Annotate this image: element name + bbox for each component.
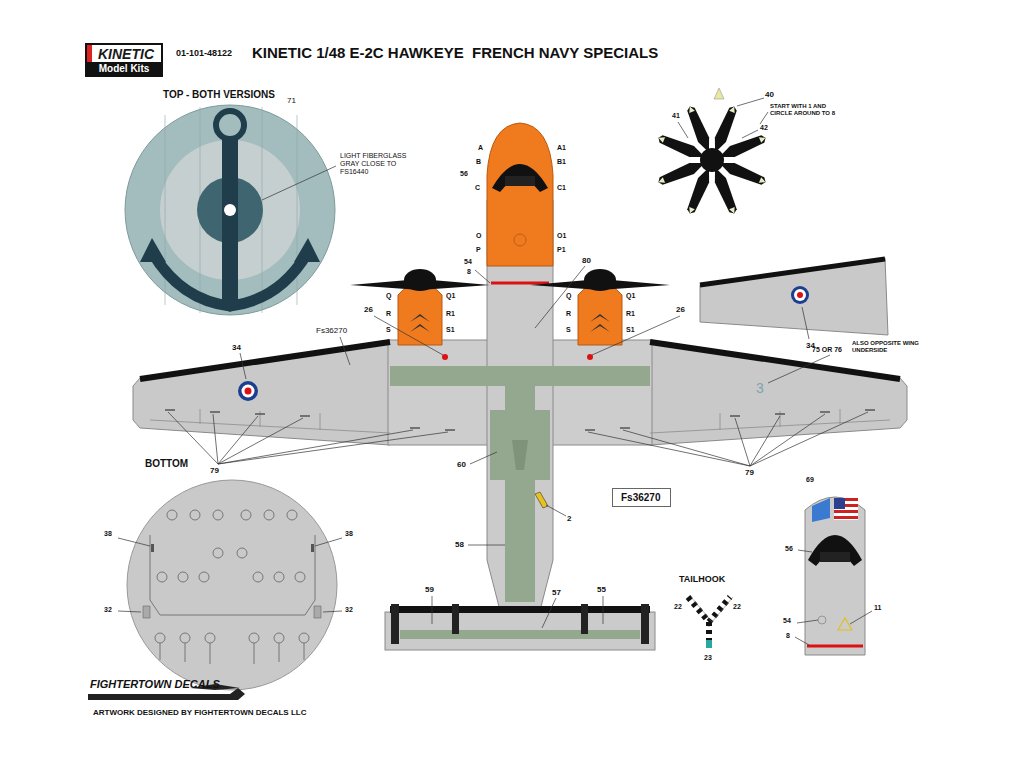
color-chip: Fs36270	[612, 488, 671, 507]
callout-number: Fs36270	[316, 326, 347, 335]
callout-number: 69	[806, 476, 814, 484]
callout-number: 38	[104, 530, 112, 538]
node-text: Model Kits	[87, 62, 161, 75]
callout-number: 11	[874, 604, 881, 612]
callout-number: 57	[552, 588, 561, 597]
callout-number: A	[478, 144, 483, 152]
callout-number: 54	[464, 258, 472, 266]
callout-number: 32	[345, 606, 353, 614]
brand-logo: FIGHTERTOWN DECALS	[90, 678, 220, 691]
callout-number: 23	[704, 654, 712, 662]
callout-number: 22	[674, 603, 682, 611]
callout-number: 34	[232, 343, 241, 352]
placement-note: ALSO OPPOSITE WING UNDERSIDE	[852, 340, 952, 354]
callout-number: 55	[597, 585, 606, 594]
kit-number: 01-101-48122	[176, 48, 232, 58]
callout-number: P1	[557, 246, 566, 254]
callout-number: 26	[364, 305, 373, 314]
callout-number: 40	[765, 90, 774, 99]
callout-number: 26	[676, 305, 685, 314]
callout-number: 71	[287, 96, 296, 105]
callout-number: C1	[557, 184, 566, 192]
callout-number: S	[386, 326, 391, 334]
callout-number: S	[566, 326, 571, 334]
callout-number: 56	[785, 545, 793, 553]
callout-number: P	[476, 246, 481, 254]
node-text: Fs36270	[621, 492, 662, 503]
color-note: LIGHT FIBERGLASS GRAY CLOSE TO FS16440	[340, 152, 422, 176]
callout-number: 58	[455, 540, 464, 549]
callout-number: O1	[557, 232, 566, 240]
callout-number: 41	[672, 112, 680, 120]
callout-number: R1	[626, 310, 635, 318]
callout-number: 54	[783, 617, 791, 625]
callout-number: 60	[457, 460, 466, 469]
callout-number: 79	[745, 468, 754, 477]
callout-number: 8	[786, 632, 790, 640]
callout-number: O	[476, 232, 481, 240]
callout-number: S1	[626, 326, 635, 334]
callout-number: R	[566, 310, 571, 318]
callout-number: A1	[557, 144, 566, 152]
callout-number: 2	[567, 514, 571, 523]
callout-number: Q1	[626, 292, 635, 300]
callout-number: C	[475, 184, 480, 192]
callout-number: 80	[582, 256, 591, 265]
instruction-note: START WITH 1 AND CIRCLE AROUND TO 8	[770, 103, 846, 117]
callout-number: 32	[104, 606, 112, 614]
callout-number: R	[386, 310, 391, 318]
callout-number: Q	[566, 292, 571, 300]
view-heading: TOP - BOTH VERSIONS	[163, 89, 275, 101]
callout-number: Q	[386, 292, 391, 300]
callout-number: 75 OR 76	[812, 346, 842, 354]
callout-number: B	[476, 158, 481, 166]
maker-logo: KINETICModel Kits	[85, 43, 163, 77]
sheet-title: KINETIC 1/48 E-2C HAWKEYE FRENCH NAVY SP…	[252, 44, 658, 61]
credit-line: ARTWORK DESIGNED BY FIGHTERTOWN DECALS L…	[93, 708, 306, 717]
callout-number: 79	[210, 466, 219, 475]
callout-number: 22	[733, 603, 741, 611]
callout-number: 38	[345, 530, 353, 538]
callout-number: S1	[446, 326, 455, 334]
callout-number: Q1	[446, 292, 455, 300]
callout-number: 3	[756, 380, 764, 396]
callout-number: 42	[760, 124, 768, 132]
callout-number: 59	[425, 585, 434, 594]
callout-number: 56	[460, 170, 468, 178]
node-text: KINETIC	[87, 45, 161, 62]
view-heading: TAILHOOK	[679, 574, 725, 584]
callout-number: 8	[467, 268, 471, 276]
callout-number: R1	[446, 310, 455, 318]
callout-number: B1	[557, 158, 566, 166]
view-heading: BOTTOM	[145, 458, 188, 470]
